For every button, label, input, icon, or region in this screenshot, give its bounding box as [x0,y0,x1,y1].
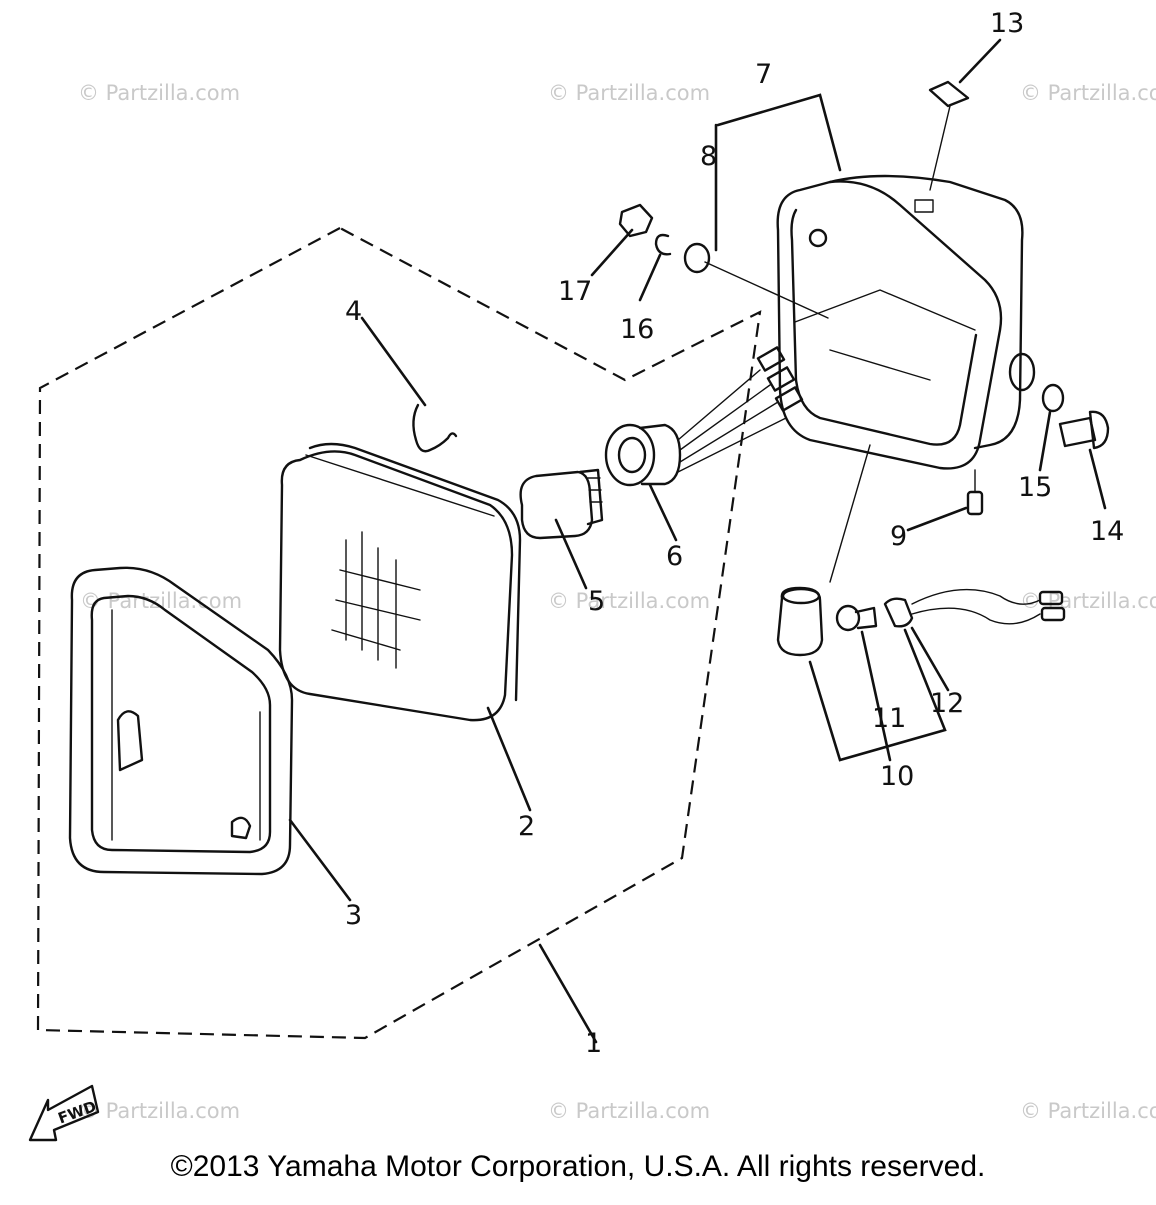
callout-9: 9 [890,521,907,552]
callout-4: 4 [345,296,362,327]
copyright-notice: ©2013 Yamaha Motor Corporation, U.S.A. A… [170,1150,986,1183]
part-2-sealed-beam [278,442,522,722]
callout-16: 16 [620,314,654,345]
part-10-position-light [776,444,1066,657]
callout-15: 15 [1018,472,1052,503]
callout-14: 14 [1090,516,1124,547]
leader-lines [288,38,1107,1044]
part-3-rim [68,566,294,876]
callout-5: 5 [588,586,605,617]
callout-11: 11 [872,703,906,734]
watermark: © Partzilla.com [78,81,240,105]
part-8-grommet [683,242,829,319]
watermark: © Partzilla.com [548,81,710,105]
watermark: © Partzilla.com [548,589,710,613]
callout-12: 12 [930,688,964,719]
callout-labels: 1 2 3 4 5 6 7 8 9 10 11 12 13 14 15 16 1… [345,8,1124,1059]
watermark: © Partzilla.com [548,1099,710,1123]
fwd-arrow-icon: FWD [28,1084,100,1142]
callout-10: 10 [880,761,914,792]
watermark: © Partzilla.com [78,1099,240,1123]
callout-13: 13 [990,8,1024,39]
part-9-screw [966,469,984,516]
part-6-socket [604,346,804,487]
part-15-washer [1041,383,1065,413]
assembly-boundary [36,226,762,1040]
watermark: © Partzilla.com [1020,1099,1156,1123]
part-14-bolt [1058,410,1110,450]
callout-7: 7 [755,59,772,90]
part-13-plate [928,80,970,108]
callout-8: 8 [700,141,717,172]
part-5-bulb [519,468,604,540]
watermark: © Partzilla.com [80,589,242,613]
part-4-clip [412,403,458,453]
callout-6: 6 [666,541,683,572]
callout-3: 3 [345,900,362,931]
callout-1: 1 [585,1028,602,1059]
watermark: © Partzilla.com [1020,81,1156,105]
callout-2: 2 [518,811,535,842]
callout-17: 17 [558,276,592,307]
part-16-spring-washer [654,233,672,256]
watermarks: © Partzilla.com © Partzilla.com © Partzi… [78,81,1156,1123]
part-17-nut [618,203,654,238]
part-7-housing [776,174,1036,470]
